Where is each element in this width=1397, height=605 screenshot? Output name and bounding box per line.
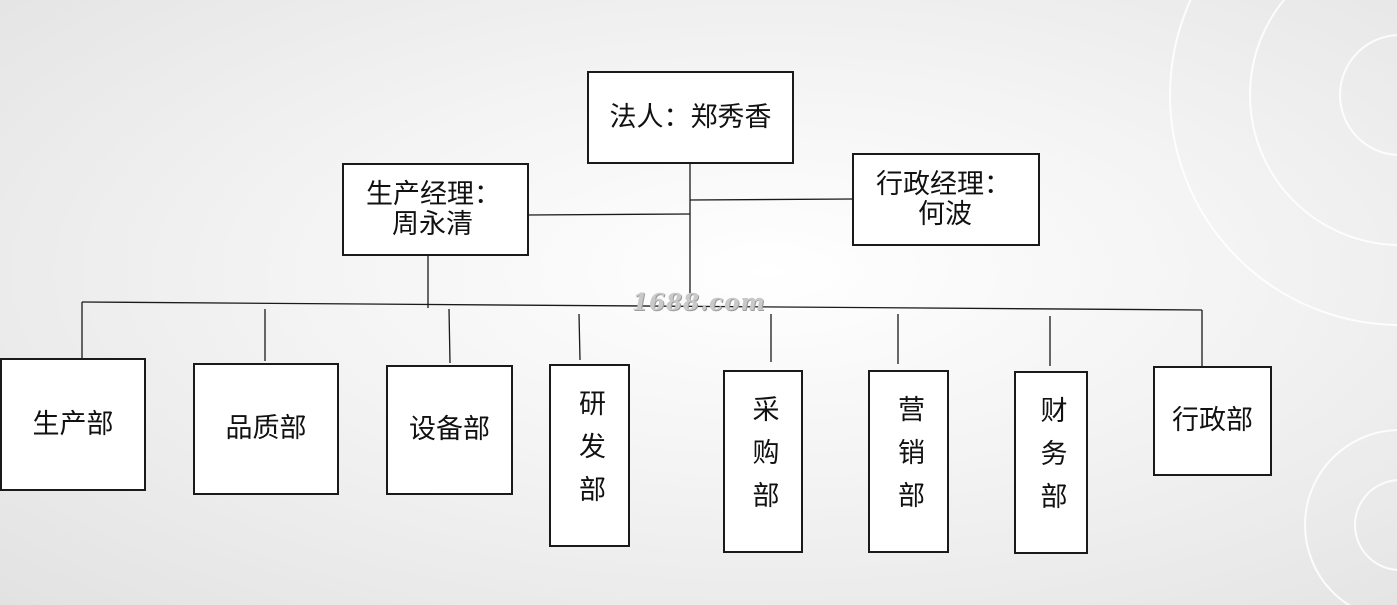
connector-department-bus [81, 301, 1203, 311]
admin-manager-title: 行政经理： [876, 169, 1011, 201]
dept-finance-box: 财务部 [1014, 371, 1088, 554]
watermark-text: 1688.com [632, 289, 766, 316]
connector-drop-rnd [578, 313, 581, 361]
dept-administration-label: 行政部 [1172, 405, 1253, 437]
connector-drop-equipment [448, 308, 451, 364]
admin-manager-box: 行政经理： 何波 [852, 153, 1040, 246]
dept-purchasing-label: 采购部 [747, 395, 779, 524]
dept-rnd-label: 研发部 [574, 389, 605, 518]
dept-production-label: 生产部 [32, 408, 114, 440]
dept-marketing-box: 营销部 [868, 370, 949, 553]
dept-finance-label: 财务部 [1035, 396, 1067, 525]
dept-administration-box: 行政部 [1153, 366, 1272, 476]
legal-representative-box: 法人：郑秀香 [587, 71, 794, 164]
dept-production-box: 生产部 [0, 358, 146, 491]
dept-equipment-label: 设备部 [409, 414, 490, 446]
connector-to-production-manager [526, 213, 691, 216]
production-manager-box: 生产经理： 周永清 [342, 163, 529, 256]
production-manager-title: 生产经理： [366, 179, 501, 211]
production-manager-name: 周永清 [392, 208, 473, 240]
dept-rnd-box: 研发部 [549, 364, 630, 547]
dept-quality-box: 品质部 [193, 363, 339, 495]
dept-marketing-label: 营销部 [893, 395, 924, 524]
dept-quality-label: 品质部 [225, 413, 307, 445]
legal-representative-label: 法人：郑秀香 [609, 101, 772, 133]
dept-purchasing-box: 采购部 [723, 370, 803, 553]
admin-manager-name: 何波 [918, 198, 972, 230]
dept-equipment-box: 设备部 [386, 365, 513, 495]
connector-to-admin-manager [689, 198, 854, 201]
